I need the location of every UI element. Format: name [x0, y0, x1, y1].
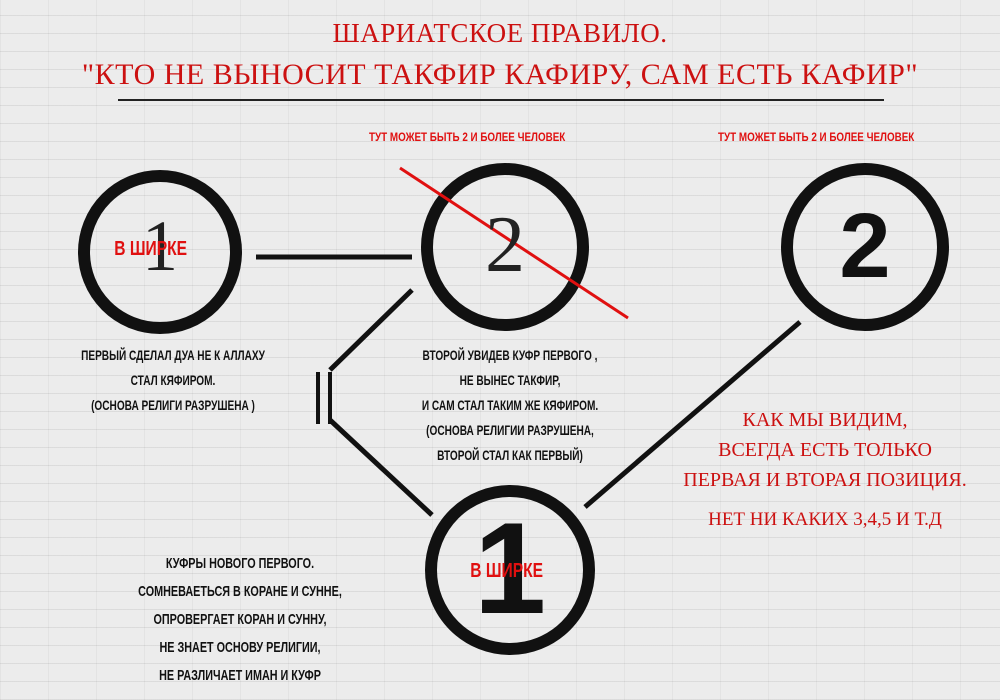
description-first-line: ПЕРВЫЙ СДЕЛАЛ ДУА НЕ К АЛЛАХУ	[81, 347, 265, 363]
description-second-line: (ОСНОВА РЕЛИГИИ РАЗРУШЕНА,	[426, 422, 594, 438]
cross-out-line	[399, 166, 629, 320]
connector-second-right-to-new-first	[583, 320, 802, 509]
description-new-first: КУФРЫ НОВОГО ПЕРВОГО. СОМНЕВАЕТЬСЯ В КОР…	[103, 550, 377, 690]
description-new-first-line: НЕ РАЗЛИЧАЕТ ИМАН И КУФР	[159, 667, 321, 684]
number-second-crossed: 2	[485, 201, 525, 289]
description-new-first-line: ОПРОВЕРГАЕТ КОРАН И СУННУ,	[153, 611, 327, 628]
description-second-line: И САМ СТАЛ ТАКИМ ЖЕ КЯФИРОМ.	[421, 397, 599, 413]
conclusion-line: ПЕРВАЯ И ВТОРАЯ ПОЗИЦИЯ.	[683, 469, 967, 491]
description-first-line: (ОСНОВА РЕЛИГИ РАЗРУШЕНА )	[91, 397, 255, 413]
circle-first-bottom	[425, 485, 595, 655]
description-second-line: ВТОРОЙ УВИДЕВ КУФР ПЕРВОГО ,	[422, 347, 598, 363]
number-first-top: 1	[142, 206, 178, 286]
conclusion-text: КАК МЫ ВИДИМ, ВСЕГДА ЕСТЬ ТОЛЬКО ПЕРВАЯ …	[650, 405, 1000, 535]
conclusion-line: КАК МЫ ВИДИМ,	[742, 409, 908, 431]
note-right: ТУТ МОЖЕТ БЫТЬ 2 И БОЛЕЕ ЧЕЛОВЕК	[718, 130, 915, 144]
connector-equal-to-new-first	[328, 418, 434, 517]
conclusion-line: ВСЕГДА ЕСТЬ ТОЛЬКО	[718, 439, 932, 461]
description-second-line: ВТОРОЙ СТАЛ КАК ПЕРВЫЙ)	[437, 447, 583, 463]
circle-second-right	[781, 163, 949, 331]
badge-shirk-bottom: В ШИРКЕ	[470, 560, 544, 582]
equals-sign	[311, 372, 341, 424]
badge-shirk-top: В ШИРКЕ	[114, 238, 188, 260]
description-new-first-line: КУФРЫ НОВОГО ПЕРВОГО.	[165, 555, 315, 572]
description-first-line: СТАЛ КЯФИРОМ.	[130, 372, 216, 388]
number-first-bottom: 1	[473, 495, 547, 641]
description-new-first-line: СОМНЕВАЕТЬСЯ В КОРАНЕ И СУННЕ,	[138, 583, 342, 600]
title-line-2: "КТО НЕ ВЫНОСИТ ТАКФИР КАФИРУ, САМ ЕСТЬ …	[81, 58, 919, 91]
title-line-1: ШАРИАТСКОЕ ПРАВИЛО.	[332, 18, 668, 48]
description-new-first-line: НЕ ЗНАЕТ ОСНОВУ РЕЛИГИИ,	[159, 639, 321, 656]
number-second-right: 2	[839, 195, 891, 297]
description-second-line: НЕ ВЫНЕС ТАКФИР,	[459, 372, 561, 388]
title-divider	[118, 99, 884, 101]
description-first: ПЕРВЫЙ СДЕЛАЛ ДУА НЕ К АЛЛАХУ СТАЛ КЯФИР…	[54, 343, 292, 418]
connector-second-to-new-first	[328, 288, 414, 372]
conclusion-line: НЕТ НИ КАКИХ 3,4,5 И Т.Д	[708, 509, 942, 530]
circle-second-crossed	[421, 163, 589, 331]
note-center: ТУТ МОЖЕТ БЫТЬ 2 И БОЛЕЕ ЧЕЛОВЕК	[369, 130, 566, 144]
description-second: ВТОРОЙ УВИДЕВ КУФР ПЕРВОГО , НЕ ВЫНЕС ТА…	[380, 343, 639, 468]
circle-first-top	[78, 170, 242, 334]
